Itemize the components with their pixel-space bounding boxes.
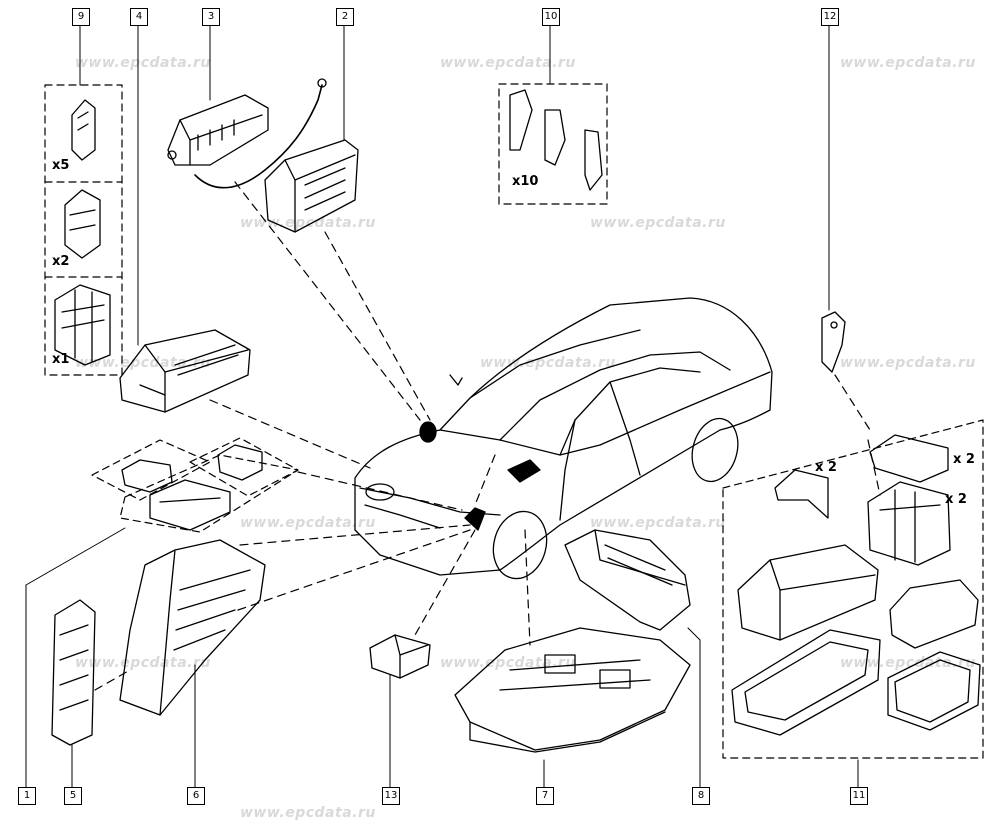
part-10-clips (509, 89, 603, 191)
callout-12: 12 (821, 8, 839, 26)
callout-4: 4 (130, 8, 148, 26)
part-8-tray-cover (564, 529, 691, 631)
car-outline (354, 297, 773, 580)
quantity-label: x 2 (953, 452, 975, 467)
quantity-label: x 2 (815, 460, 837, 475)
quantity-label: x1 (52, 352, 70, 367)
watermark: www.epcdata.ru (840, 655, 976, 671)
quantity-label: x 2 (945, 492, 967, 507)
watermark: www.epcdata.ru (240, 215, 376, 231)
watermark: www.epcdata.ru (590, 215, 726, 231)
callout-13: 13 (382, 787, 400, 805)
part-11-relay-group (731, 434, 981, 736)
callout-5: 5 (64, 787, 82, 805)
part-6-fuse-box (119, 539, 266, 716)
callout-9: 9 (72, 8, 90, 26)
callout-3: 3 (202, 8, 220, 26)
part-2-module (264, 139, 359, 233)
part-3-relay-bracket (167, 78, 327, 189)
watermark: www.epcdata.ru (75, 655, 211, 671)
callout-10: 10 (542, 8, 560, 26)
group-frames (44, 83, 984, 759)
callout-2: 2 (336, 8, 354, 26)
watermark: www.epcdata.ru (440, 55, 576, 71)
part-1-relays (121, 444, 263, 531)
watermark: www.epcdata.ru (75, 355, 211, 371)
callout-11: 11 (850, 787, 868, 805)
part-5-cover (51, 599, 96, 746)
location-lines (94, 181, 881, 691)
watermark: www.epcdata.ru (590, 515, 726, 531)
part-13-connector (369, 634, 431, 679)
watermark: www.epcdata.ru (840, 355, 976, 371)
part-12-clip (821, 311, 846, 373)
watermark: www.epcdata.ru (75, 55, 211, 71)
callout-6: 6 (187, 787, 205, 805)
part-9-connectors (54, 99, 111, 366)
quantity-label: x10 (512, 174, 539, 189)
watermark: www.epcdata.ru (240, 515, 376, 531)
quantity-label: x2 (52, 254, 70, 269)
watermark: www.epcdata.ru (840, 55, 976, 71)
watermark: www.epcdata.ru (240, 805, 376, 821)
callout-1: 1 (18, 787, 36, 805)
callout-7: 7 (536, 787, 554, 805)
callout-8: 8 (692, 787, 710, 805)
part-7-base-tray (454, 627, 691, 753)
part-4-control-unit (119, 329, 251, 413)
watermark: www.epcdata.ru (480, 355, 616, 371)
leader-lines (25, 24, 859, 788)
quantity-label: x5 (52, 158, 70, 173)
